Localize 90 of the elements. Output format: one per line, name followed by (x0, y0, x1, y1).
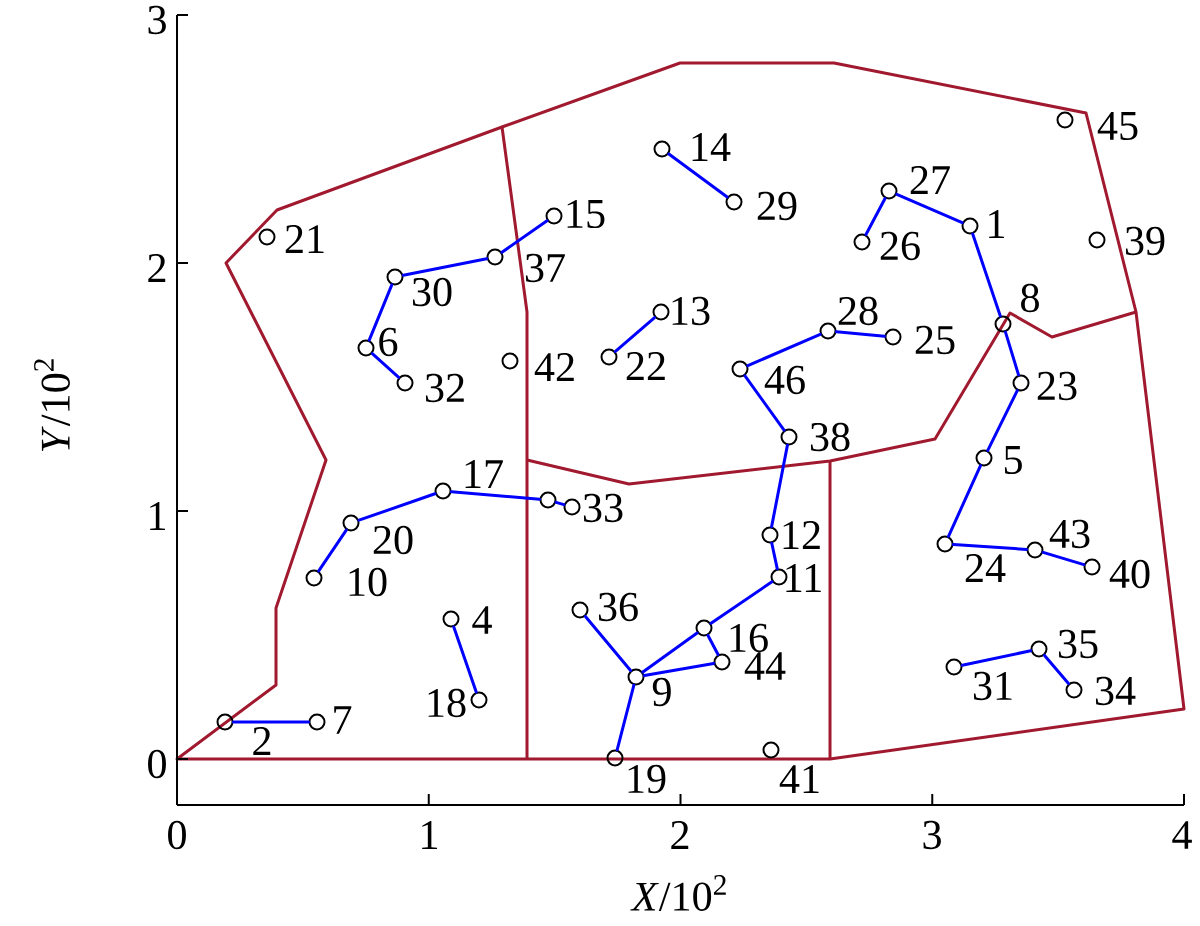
connection-line (986, 389, 1019, 452)
connection-line (743, 374, 786, 432)
tick-label: 0 (168, 820, 186, 850)
point-label: 18 (428, 688, 466, 718)
point-label: 40 (1109, 559, 1150, 589)
point-label: 19 (628, 764, 666, 794)
point-label: 14 (692, 133, 731, 161)
connection-line (895, 192, 964, 225)
point-label: 42 (534, 353, 574, 381)
point-label: 12 (783, 521, 820, 549)
point-label: 1 (989, 210, 1004, 238)
point-label: 43 (1049, 519, 1090, 549)
point-label: 33 (583, 493, 623, 523)
connection-line (960, 649, 1033, 667)
point-label: 31 (973, 671, 1012, 701)
connection-line (357, 492, 437, 522)
circle-marker (539, 491, 557, 509)
point-label: 20 (373, 525, 413, 555)
point-label: 2 (253, 727, 271, 755)
point-label: 11 (786, 564, 821, 592)
point-label: 37 (525, 253, 565, 283)
tick-label: 2 (671, 821, 689, 849)
point-label: 27 (910, 166, 950, 194)
point-label: 26 (880, 231, 920, 261)
connection-line (452, 625, 478, 694)
axis-title: Y/10$^{2}$ (34, 359, 70, 451)
connection-line (450, 490, 542, 501)
connection-line (947, 464, 982, 538)
connection-line (770, 443, 789, 529)
point-label: 41 (779, 765, 819, 793)
point-label: 29 (757, 191, 797, 221)
point-label: 8 (1021, 283, 1039, 313)
axis-title: X/10$^{2}$ (630, 875, 726, 911)
connection-line (1041, 550, 1086, 567)
point-label: 32 (425, 373, 464, 403)
point-label: 35 (1058, 629, 1098, 659)
point-label: 30 (412, 277, 452, 307)
tick-label: 2 (148, 254, 166, 282)
connection-line (971, 232, 1002, 318)
connection-line (864, 197, 887, 236)
point-label: 16 (730, 623, 768, 653)
connection-line (1004, 330, 1021, 377)
point-label: 39 (1125, 226, 1165, 256)
connection-line (834, 330, 887, 338)
point-label: 17 (465, 460, 503, 488)
point-label: 7 (334, 706, 352, 734)
connection-line (667, 152, 729, 199)
point-label: 23 (1037, 371, 1077, 401)
connection-line (642, 661, 716, 678)
connection-line (232, 720, 310, 724)
connection-line (401, 257, 489, 277)
tick-label: 3 (923, 820, 941, 850)
point-label: 21 (285, 225, 324, 253)
point-label: 45 (1097, 111, 1138, 141)
point-label: 25 (915, 325, 955, 355)
connection-line (317, 528, 348, 573)
connection-line (500, 219, 549, 254)
point-label: 38 (810, 422, 850, 452)
point-label: 13 (672, 296, 710, 326)
connection-line (746, 332, 822, 368)
point-label: 5 (1004, 446, 1022, 474)
point-label: 9 (652, 677, 671, 707)
connection-line (1043, 653, 1070, 686)
point-label: 15 (567, 199, 605, 229)
point-label: 10 (349, 567, 387, 597)
connection-line (370, 352, 401, 379)
point-label: 6 (379, 327, 398, 357)
point-label: 24 (965, 554, 1006, 582)
tick-label: 3 (148, 5, 166, 35)
tick-label: 0 (148, 749, 166, 779)
point-label: 22 (626, 352, 665, 380)
connection-line (615, 683, 636, 752)
connection-line (706, 634, 720, 656)
connection-line (770, 541, 779, 571)
connection-line (952, 543, 1028, 551)
point-label: 28 (838, 296, 878, 326)
connection-line (641, 631, 699, 674)
connection-line (583, 615, 633, 672)
point-label: 34 (1095, 676, 1136, 706)
point-label: 4 (472, 606, 492, 634)
connection-line (554, 500, 566, 507)
tick-label: 1 (150, 502, 165, 530)
tick-label: 4 (1172, 821, 1192, 849)
connection-line (367, 283, 394, 342)
connection-line (709, 580, 774, 625)
connection-line (613, 316, 657, 353)
point-label: 36 (598, 592, 638, 622)
tick-label: 1 (422, 821, 437, 849)
point-label: 46 (764, 365, 805, 395)
point-label: 44 (744, 652, 786, 680)
